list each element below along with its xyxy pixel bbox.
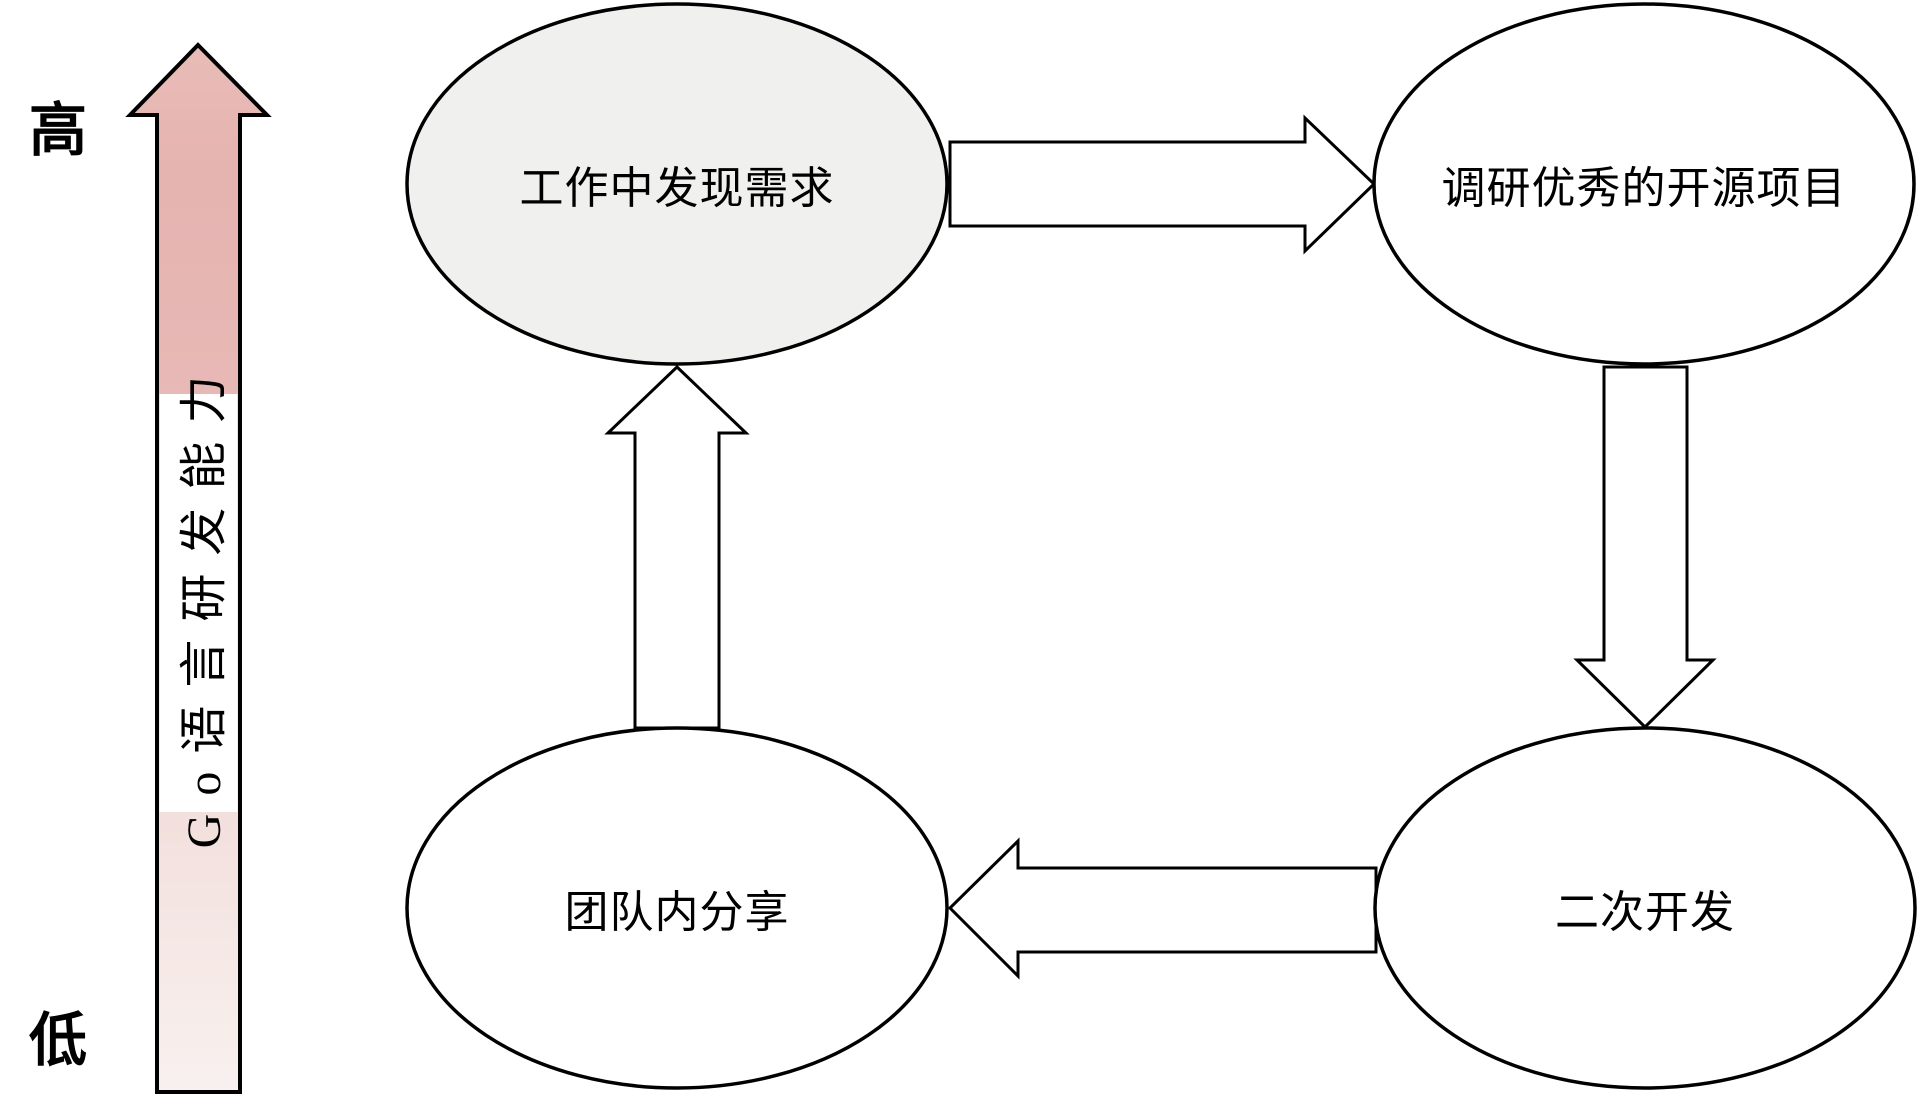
node-share-label: 团队内分享 bbox=[564, 888, 790, 937]
edge-arrow-research-to-develop bbox=[1573, 365, 1717, 730]
node-share-ellipse bbox=[405, 726, 949, 1090]
edge-arrow-share-to-discover bbox=[604, 364, 750, 730]
node-discover-ellipse bbox=[405, 2, 949, 366]
node-research-label: 调研优秀的开源项目 bbox=[1441, 164, 1847, 213]
node-develop-label: 二次开发 bbox=[1555, 888, 1735, 937]
axis-high-label: 高 bbox=[28, 98, 87, 163]
node-research-ellipse bbox=[1372, 2, 1916, 366]
edge-arrow-discover-to-research bbox=[948, 114, 1377, 255]
node-develop-ellipse bbox=[1373, 726, 1917, 1090]
node-discover-label: 工作中发现需求 bbox=[519, 164, 835, 213]
edge-arrow-develop-to-share bbox=[947, 837, 1378, 980]
axis-low-label: 低 bbox=[28, 1008, 87, 1073]
capability-axis-title-band bbox=[159, 394, 238, 812]
capability-axis-title: Go语言研发能力 bbox=[178, 357, 231, 849]
